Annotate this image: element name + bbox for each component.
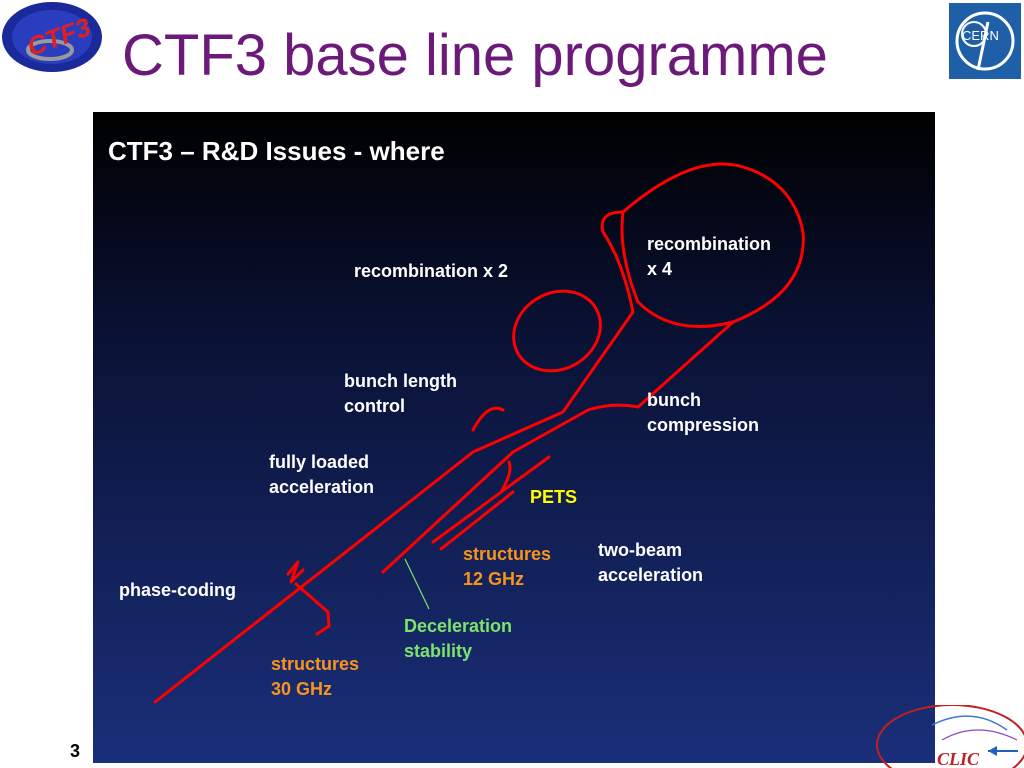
delay-loop xyxy=(512,289,602,373)
ctf3-logo: CTF3 xyxy=(2,2,102,72)
probe-beam-line xyxy=(439,490,515,551)
label-recombination-x2: recombination x 2 xyxy=(354,261,509,281)
clex-connection xyxy=(499,460,512,494)
panel-heading: CTF3 – R&D Issues - where xyxy=(108,136,445,166)
cern-logo: CERN xyxy=(949,3,1021,79)
label-bunch-compression: bunch compression xyxy=(647,390,760,435)
label-fully-loaded-acceleration: fully loaded acceleration xyxy=(269,452,375,497)
dump-line xyxy=(294,582,331,628)
combiner-ring xyxy=(620,162,805,328)
svg-text:CERN: CERN xyxy=(962,28,999,43)
label-two-beam-acceleration: two-beam acceleration xyxy=(598,540,704,585)
label-recombination-x4: recombination x 4 xyxy=(647,234,772,279)
dump-segment xyxy=(315,624,331,636)
drive-linac-line xyxy=(153,210,635,704)
beamline-diagram xyxy=(153,162,805,704)
label-deceleration-stability: Deceleration stability xyxy=(404,616,513,661)
pets-line xyxy=(431,455,551,544)
label-structures-30ghz: structures 30 GHz xyxy=(271,654,360,699)
label-bunch-length-control: bunch length control xyxy=(344,371,457,416)
page-number: 3 xyxy=(70,741,81,761)
label-phase-coding: phase-coding xyxy=(119,580,237,600)
phase-coding-branch xyxy=(286,560,305,584)
diagram-panel xyxy=(93,112,935,763)
bunch-length-chicane xyxy=(471,406,505,432)
label-pets: PETS xyxy=(530,487,578,507)
label-structures-12ghz: structures 12 GHz xyxy=(463,544,552,589)
clic-logo: CLIC xyxy=(876,705,1024,768)
deceleration-pointer xyxy=(404,558,430,610)
svg-text:CLIC: CLIC xyxy=(937,749,980,768)
slide-title: CTF3 base line programme xyxy=(122,23,828,88)
transfer-line xyxy=(381,320,735,574)
